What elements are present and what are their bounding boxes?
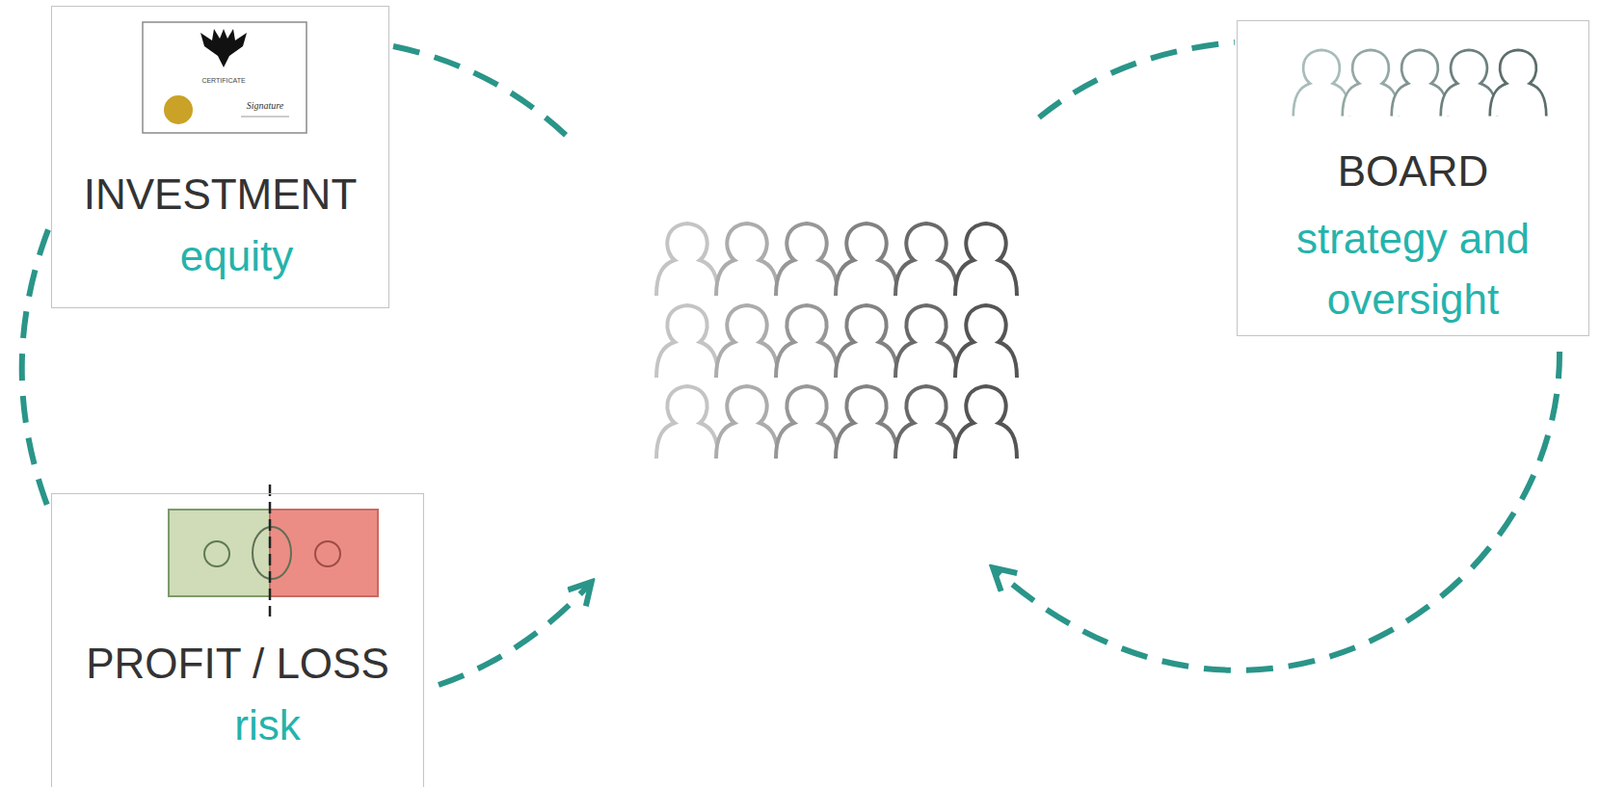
dashed-arc xyxy=(1039,42,1235,118)
person-outline xyxy=(656,223,719,296)
certificate-frame xyxy=(142,22,307,134)
certificate-caption: CERTIFICATE xyxy=(201,77,245,84)
dashed-arrow xyxy=(438,584,590,686)
box-heading: INVESTMENT xyxy=(52,170,389,219)
bill-profit-half xyxy=(168,509,270,597)
board-people-icon xyxy=(1293,50,1547,117)
person-outline xyxy=(955,386,1017,459)
person-outline xyxy=(895,305,958,378)
box-heading: PROFIT / LOSS xyxy=(52,640,424,689)
person-outline xyxy=(835,223,898,296)
person-outline xyxy=(1490,50,1547,117)
person-outline xyxy=(656,386,719,459)
signature-line xyxy=(240,116,290,118)
person-outline xyxy=(895,223,958,296)
eagle-symbol xyxy=(200,28,247,68)
box-subtitle: strategy and oversight xyxy=(1237,208,1589,330)
person-outline xyxy=(1293,50,1351,117)
person-outline xyxy=(716,305,778,378)
dashed-arrow xyxy=(994,351,1560,671)
board-box: BOARD strategy and oversight xyxy=(1236,20,1590,337)
bill-portrait xyxy=(252,527,292,580)
person-outline xyxy=(955,305,1017,378)
person-outline xyxy=(656,305,719,378)
box-heading: BOARD xyxy=(1237,147,1589,196)
person-outline xyxy=(716,223,778,296)
person-outline xyxy=(835,305,898,378)
person-outline xyxy=(716,386,778,459)
investment-box: INVESTMENT equity xyxy=(51,5,390,309)
person-outline xyxy=(835,386,898,459)
cycle-arcs xyxy=(393,42,1560,686)
person-outline xyxy=(1391,50,1449,117)
person-outline xyxy=(1440,50,1498,117)
person-outline xyxy=(775,305,838,378)
signature-text: Signature xyxy=(246,100,285,111)
bill-seal xyxy=(315,541,341,567)
person-outline xyxy=(955,223,1017,296)
dollar-bill-icon xyxy=(168,484,378,617)
box-subtitle: risk xyxy=(52,701,424,750)
person-outline xyxy=(775,223,838,296)
dashed-connector xyxy=(22,229,52,516)
bill-loss-half xyxy=(269,509,378,597)
person-outline xyxy=(775,386,838,459)
divider-line xyxy=(268,484,272,617)
profit-loss-box: PROFIT / LOSS risk xyxy=(51,493,425,787)
dashed-arc xyxy=(393,46,572,141)
gold-seal xyxy=(163,95,193,125)
box-subtitle: equity xyxy=(52,232,389,281)
bill-seal xyxy=(204,541,230,567)
person-outline xyxy=(895,386,958,459)
crowd-illustration xyxy=(656,223,1017,459)
certificate-icon xyxy=(142,22,307,134)
person-outline xyxy=(1342,50,1400,117)
